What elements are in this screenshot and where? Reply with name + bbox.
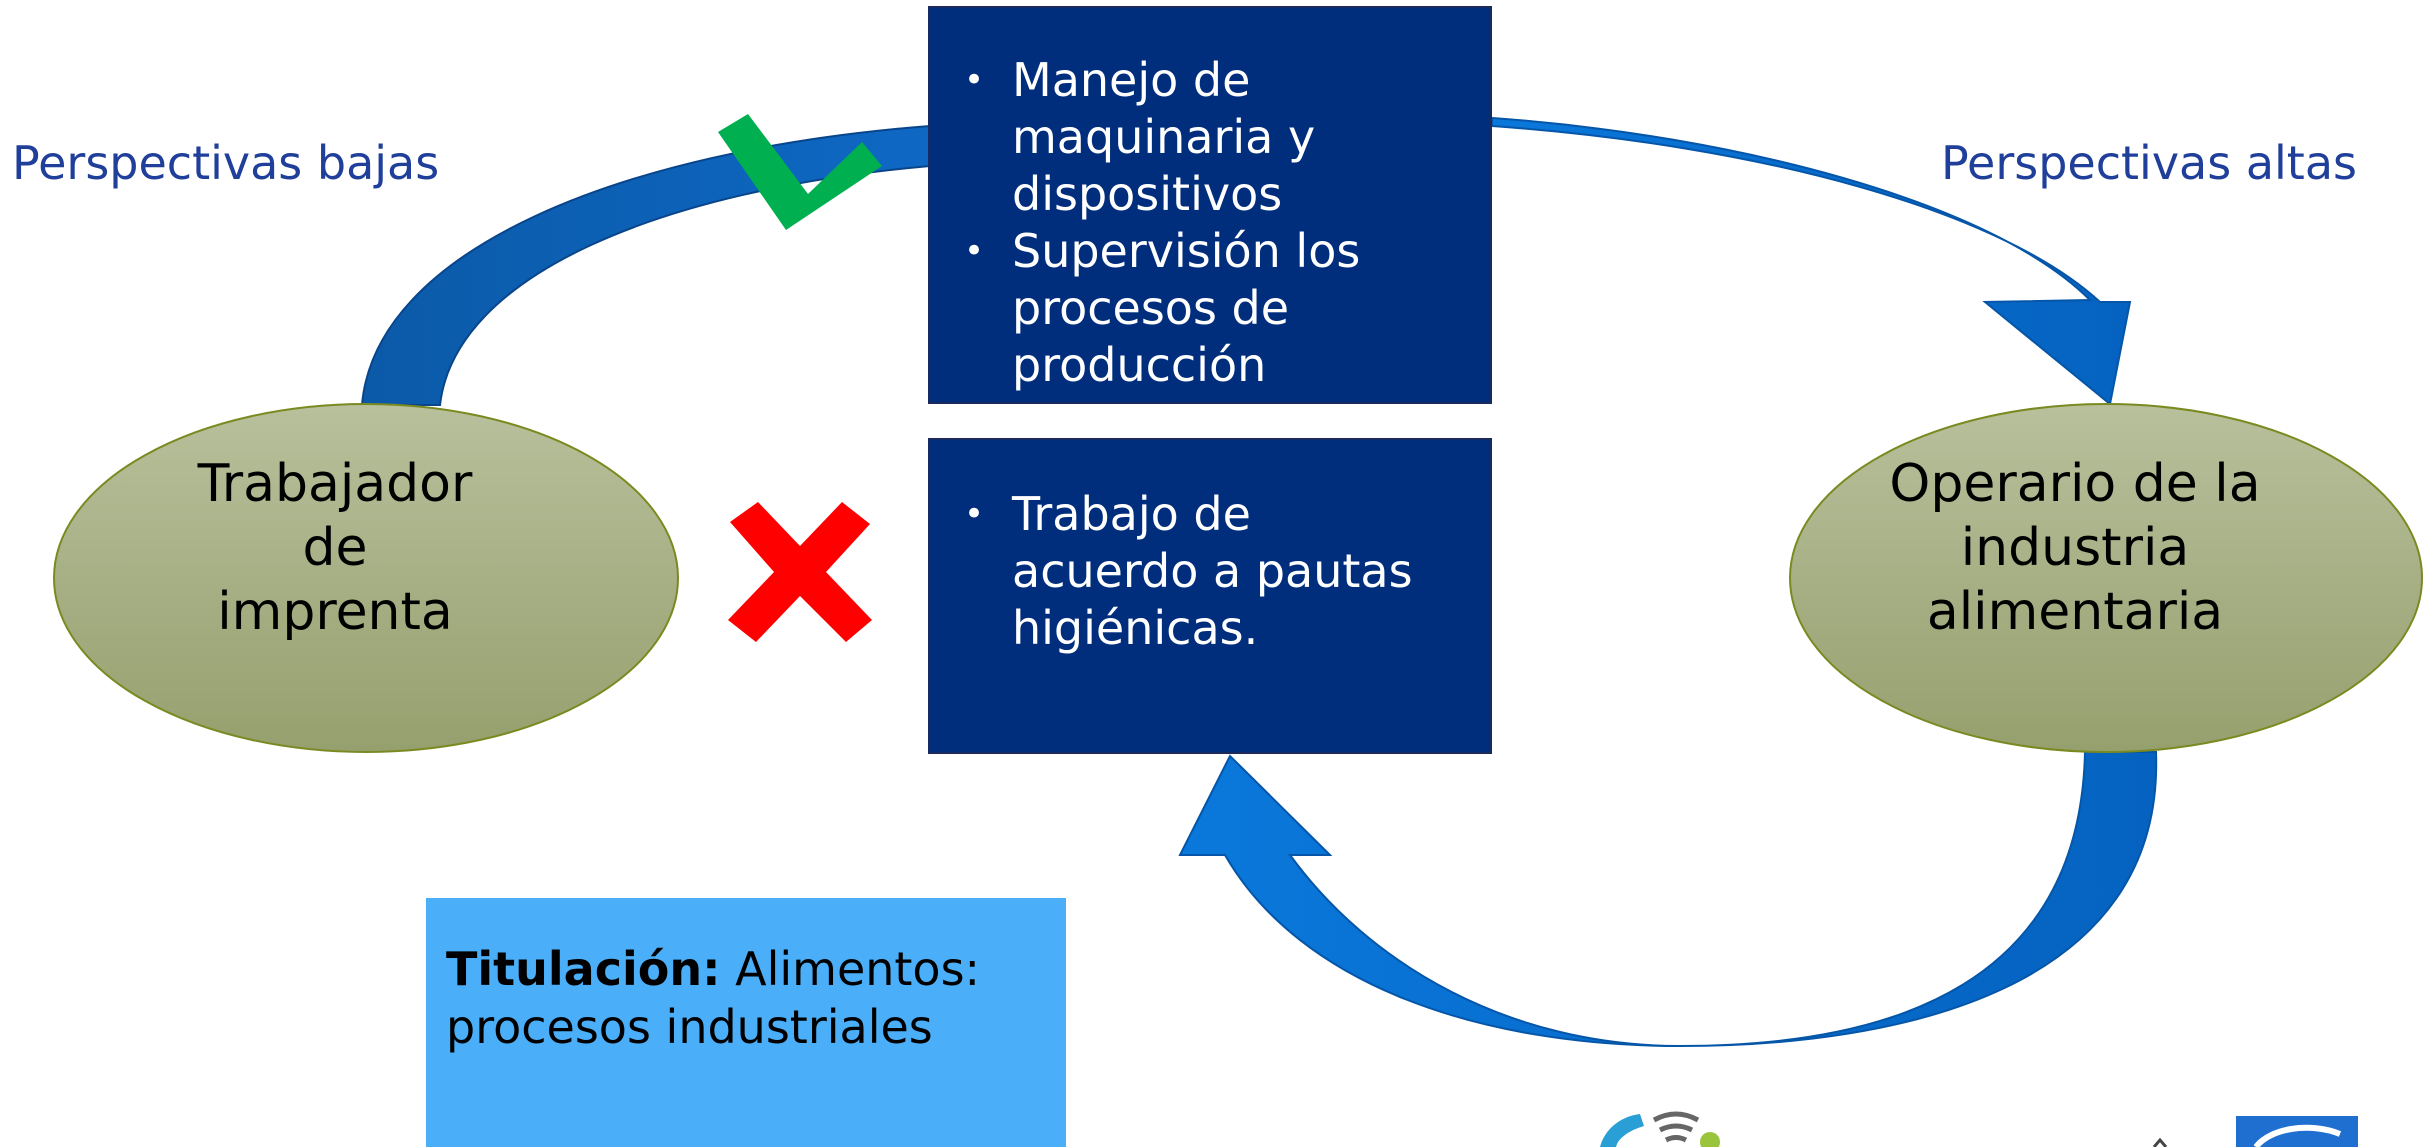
skill-line: Trabajo de xyxy=(1012,487,1251,541)
arrow-to-operario xyxy=(1491,116,2132,406)
list-item: • Trabajo de acuerdo a pautas higiénicas… xyxy=(964,486,1470,657)
list-item: • Supervisión los procesos de producción xyxy=(964,223,1470,394)
skills-match-list: • Manejo de maquinaria y dispositivos • … xyxy=(930,8,1490,394)
logo-partial-right xyxy=(2152,1116,2358,1147)
cross-icon xyxy=(728,502,872,642)
skill-line: maquinaria y xyxy=(1012,110,1316,164)
titulacion-text-line2: procesos industriales xyxy=(446,1000,933,1054)
ellipse-trabajador xyxy=(53,403,679,753)
skill-line: dispositivos xyxy=(1012,167,1283,221)
label-operario-industria-alimentaria: Operario de la industria alimentaria xyxy=(1800,452,2350,644)
skill-line: Manejo de xyxy=(1012,53,1251,107)
label-trabajador-de-imprenta: Trabajador de imprenta xyxy=(100,452,570,644)
ellipse-operario xyxy=(1789,403,2423,753)
label-perspectivas-bajas: Perspectivas bajas xyxy=(12,136,440,190)
check-icon xyxy=(718,114,882,230)
logo-partial-left xyxy=(1600,1111,1720,1147)
position-line: Trabajador xyxy=(197,454,473,514)
position-line: de xyxy=(302,518,368,578)
titulacion-prefix: Titulación: xyxy=(446,942,721,996)
skill-line: Supervisión los xyxy=(1012,224,1361,278)
skill-line: producción xyxy=(1012,338,1267,392)
box-skills-gap: • Trabajo de acuerdo a pautas higiénicas… xyxy=(928,438,1492,754)
position-line: imprenta xyxy=(217,582,453,642)
box-skills-match: • Manejo de maquinaria y dispositivos • … xyxy=(928,6,1492,404)
list-item: • Manejo de maquinaria y dispositivos xyxy=(964,52,1470,223)
titulacion-box: Titulación: Alimentos: procesos industri… xyxy=(426,898,1066,1147)
label-perspectivas-altas: Perspectivas altas xyxy=(1940,136,2357,190)
skill-line: higiénicas. xyxy=(1012,601,1259,655)
skill-line: acuerdo a pautas xyxy=(1012,544,1413,598)
bullet-icon: • xyxy=(964,60,985,100)
bullet-icon: • xyxy=(964,494,985,534)
skill-line: procesos de xyxy=(1012,281,1290,335)
position-line: alimentaria xyxy=(1926,582,2224,642)
bullet-icon: • xyxy=(964,231,985,271)
skills-gap-list: • Trabajo de acuerdo a pautas higiénicas… xyxy=(930,440,1490,657)
titulacion-text-line1: Alimentos: xyxy=(720,942,981,996)
position-line: industria xyxy=(1960,518,2190,578)
arrow-return xyxy=(1178,751,2158,1048)
position-line: Operario de la xyxy=(1889,454,2261,514)
